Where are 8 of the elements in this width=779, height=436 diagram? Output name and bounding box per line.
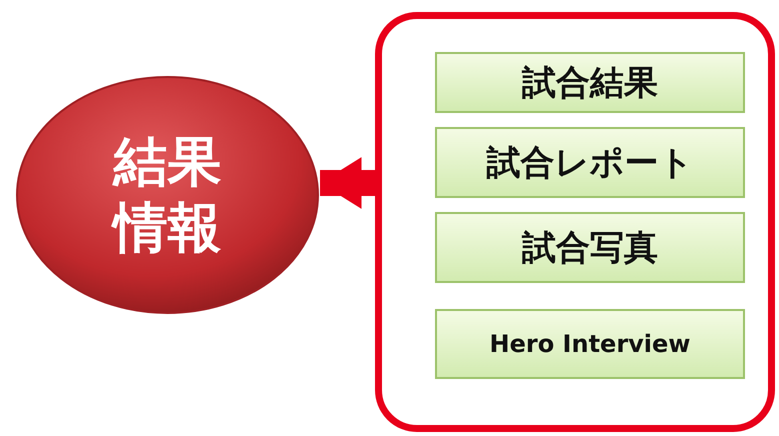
item-box: 試合レポート [435, 127, 745, 198]
item-box: 試合結果 [435, 52, 745, 113]
item-box: 試合写真 [435, 212, 745, 283]
arrow [320, 157, 375, 209]
ellipse-label: 結果情報 [110, 129, 222, 261]
group-frame [375, 12, 775, 432]
item-box: Hero Interview [435, 309, 745, 379]
info-ellipse [15, 75, 320, 315]
